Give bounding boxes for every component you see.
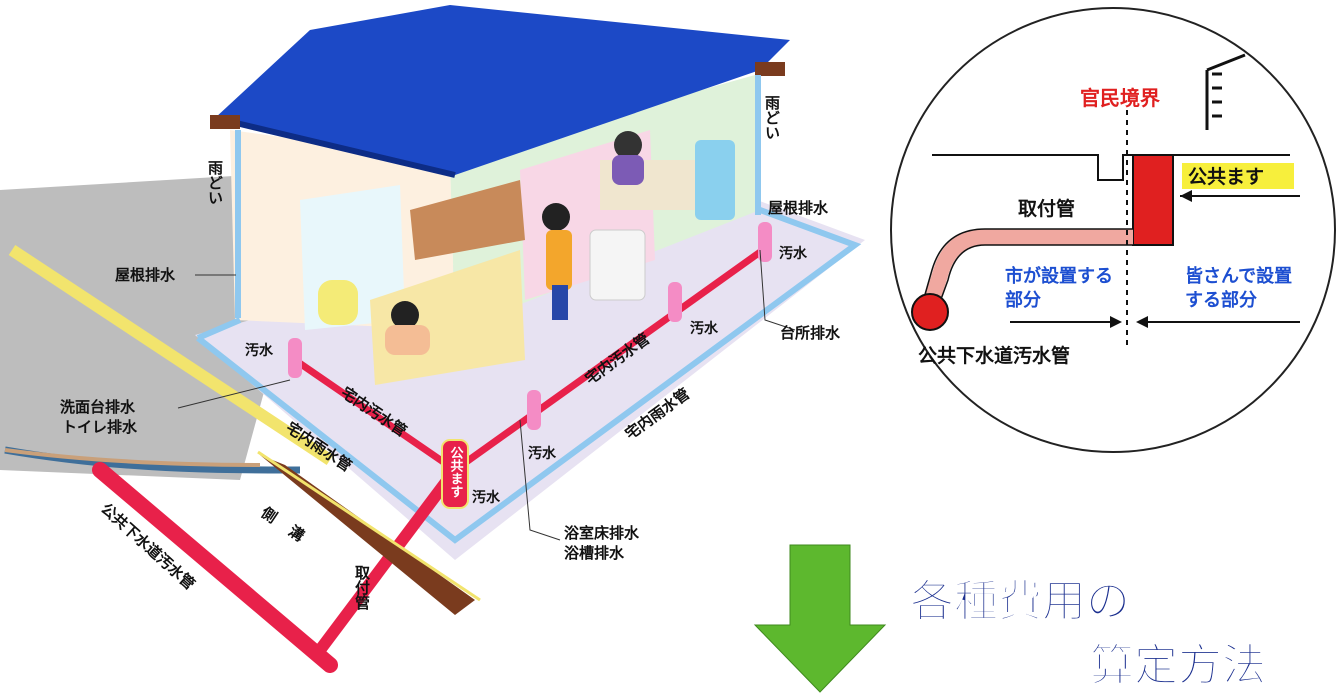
detail-owner-part-line1: 皆さんで設置 <box>1185 265 1292 287</box>
road-ground <box>0 175 300 480</box>
label-washbasin-drain: 洗面台排水 <box>60 398 136 416</box>
label-sewage-4: 汚水 <box>528 445 557 462</box>
label-bathtub-drain: 浴槽排水 <box>564 544 625 562</box>
riser-3 <box>668 282 682 322</box>
label-side-ditch: 側溝 <box>257 503 323 555</box>
detail-city-part-line2: 部分 <box>1005 289 1041 311</box>
detail-public-sewer-label: 公共下水道汚水管 <box>918 344 1070 367</box>
riser-4 <box>758 222 772 262</box>
riser-1 <box>288 338 302 378</box>
detail-public-basin-tag <box>1182 163 1294 189</box>
rain-pipe-loop <box>196 207 862 544</box>
side-ditch <box>260 455 475 615</box>
roof-left-edge <box>214 115 456 178</box>
gutter-left-cap <box>210 115 240 129</box>
detail-owner-part-line2: する部分 <box>1185 289 1257 311</box>
leader-kitchen <box>759 249 796 331</box>
label-connection-pipe: 取付管 <box>353 565 371 610</box>
road-curb <box>4 448 261 467</box>
person-bath-body <box>385 325 430 355</box>
detail-public-basin-label: 公共ます <box>1188 166 1264 188</box>
detail-boundary-label: 官民境界 <box>1080 86 1160 110</box>
label-toilet-drain: トイレ排水 <box>62 418 138 436</box>
heading-line1: 各種費用の <box>910 576 1130 627</box>
detail-city-part-line1: 市が設置する <box>1005 265 1113 287</box>
label-roof-drain-right: 屋根排水 <box>768 199 829 217</box>
kitchen-fridge <box>695 140 735 220</box>
detail-connection-pipe-outline <box>923 228 1133 303</box>
room-floor-brown <box>410 180 525 260</box>
person-kitchen-body <box>612 155 644 185</box>
down-arrow-icon <box>753 544 887 693</box>
toilet <box>318 280 358 325</box>
washing-machine <box>589 229 646 301</box>
public-sewer-pipe <box>92 462 338 673</box>
label-sewage-3: 汚水 <box>690 320 719 337</box>
detail-right-arrowhead <box>1180 190 1192 202</box>
label-kitchen-drain: 台所排水 <box>780 324 841 342</box>
label-sewage-2: 汚水 <box>779 245 808 262</box>
label-sewage-5: 汚水 <box>472 489 501 506</box>
detail-public-basin <box>1132 154 1174 246</box>
detail-public-sewer <box>911 293 949 331</box>
riser-2 <box>527 390 541 430</box>
person-kitchen <box>614 131 642 159</box>
label-rain-gutter-left: 雨どい <box>206 160 224 205</box>
connection-pipe <box>315 466 460 654</box>
heading-line2: 算定方法 <box>1090 640 1266 691</box>
label-bath-floor-drain: 浴室床排水 <box>564 524 640 542</box>
person-child-legs <box>552 285 568 320</box>
person-child <box>542 203 570 231</box>
detail-city-arrowhead <box>1110 316 1122 328</box>
person-child-body <box>546 230 572 290</box>
public-basin-badge <box>441 439 469 509</box>
roof <box>215 5 790 175</box>
leader-bath <box>519 419 561 541</box>
leader-washbasin <box>177 379 291 409</box>
detail-connection-pipe-label: 取付管 <box>1018 197 1075 220</box>
label-sewage-1: 汚水 <box>245 342 274 359</box>
public-basin-badge-text: 公共ます <box>448 446 464 498</box>
side-ditch-top <box>257 450 481 602</box>
label-rain-gutter-right: 雨どい <box>763 95 781 140</box>
road-yellow-line <box>8 244 334 466</box>
detail-connection-pipe <box>924 229 1133 303</box>
person-bath <box>391 301 419 329</box>
gutter-right-cap <box>755 62 785 76</box>
detail-owner-arrowhead <box>1136 316 1148 328</box>
label-roof-drain-left: 屋根排水 <box>115 266 176 284</box>
detail-wall <box>1205 53 1246 130</box>
